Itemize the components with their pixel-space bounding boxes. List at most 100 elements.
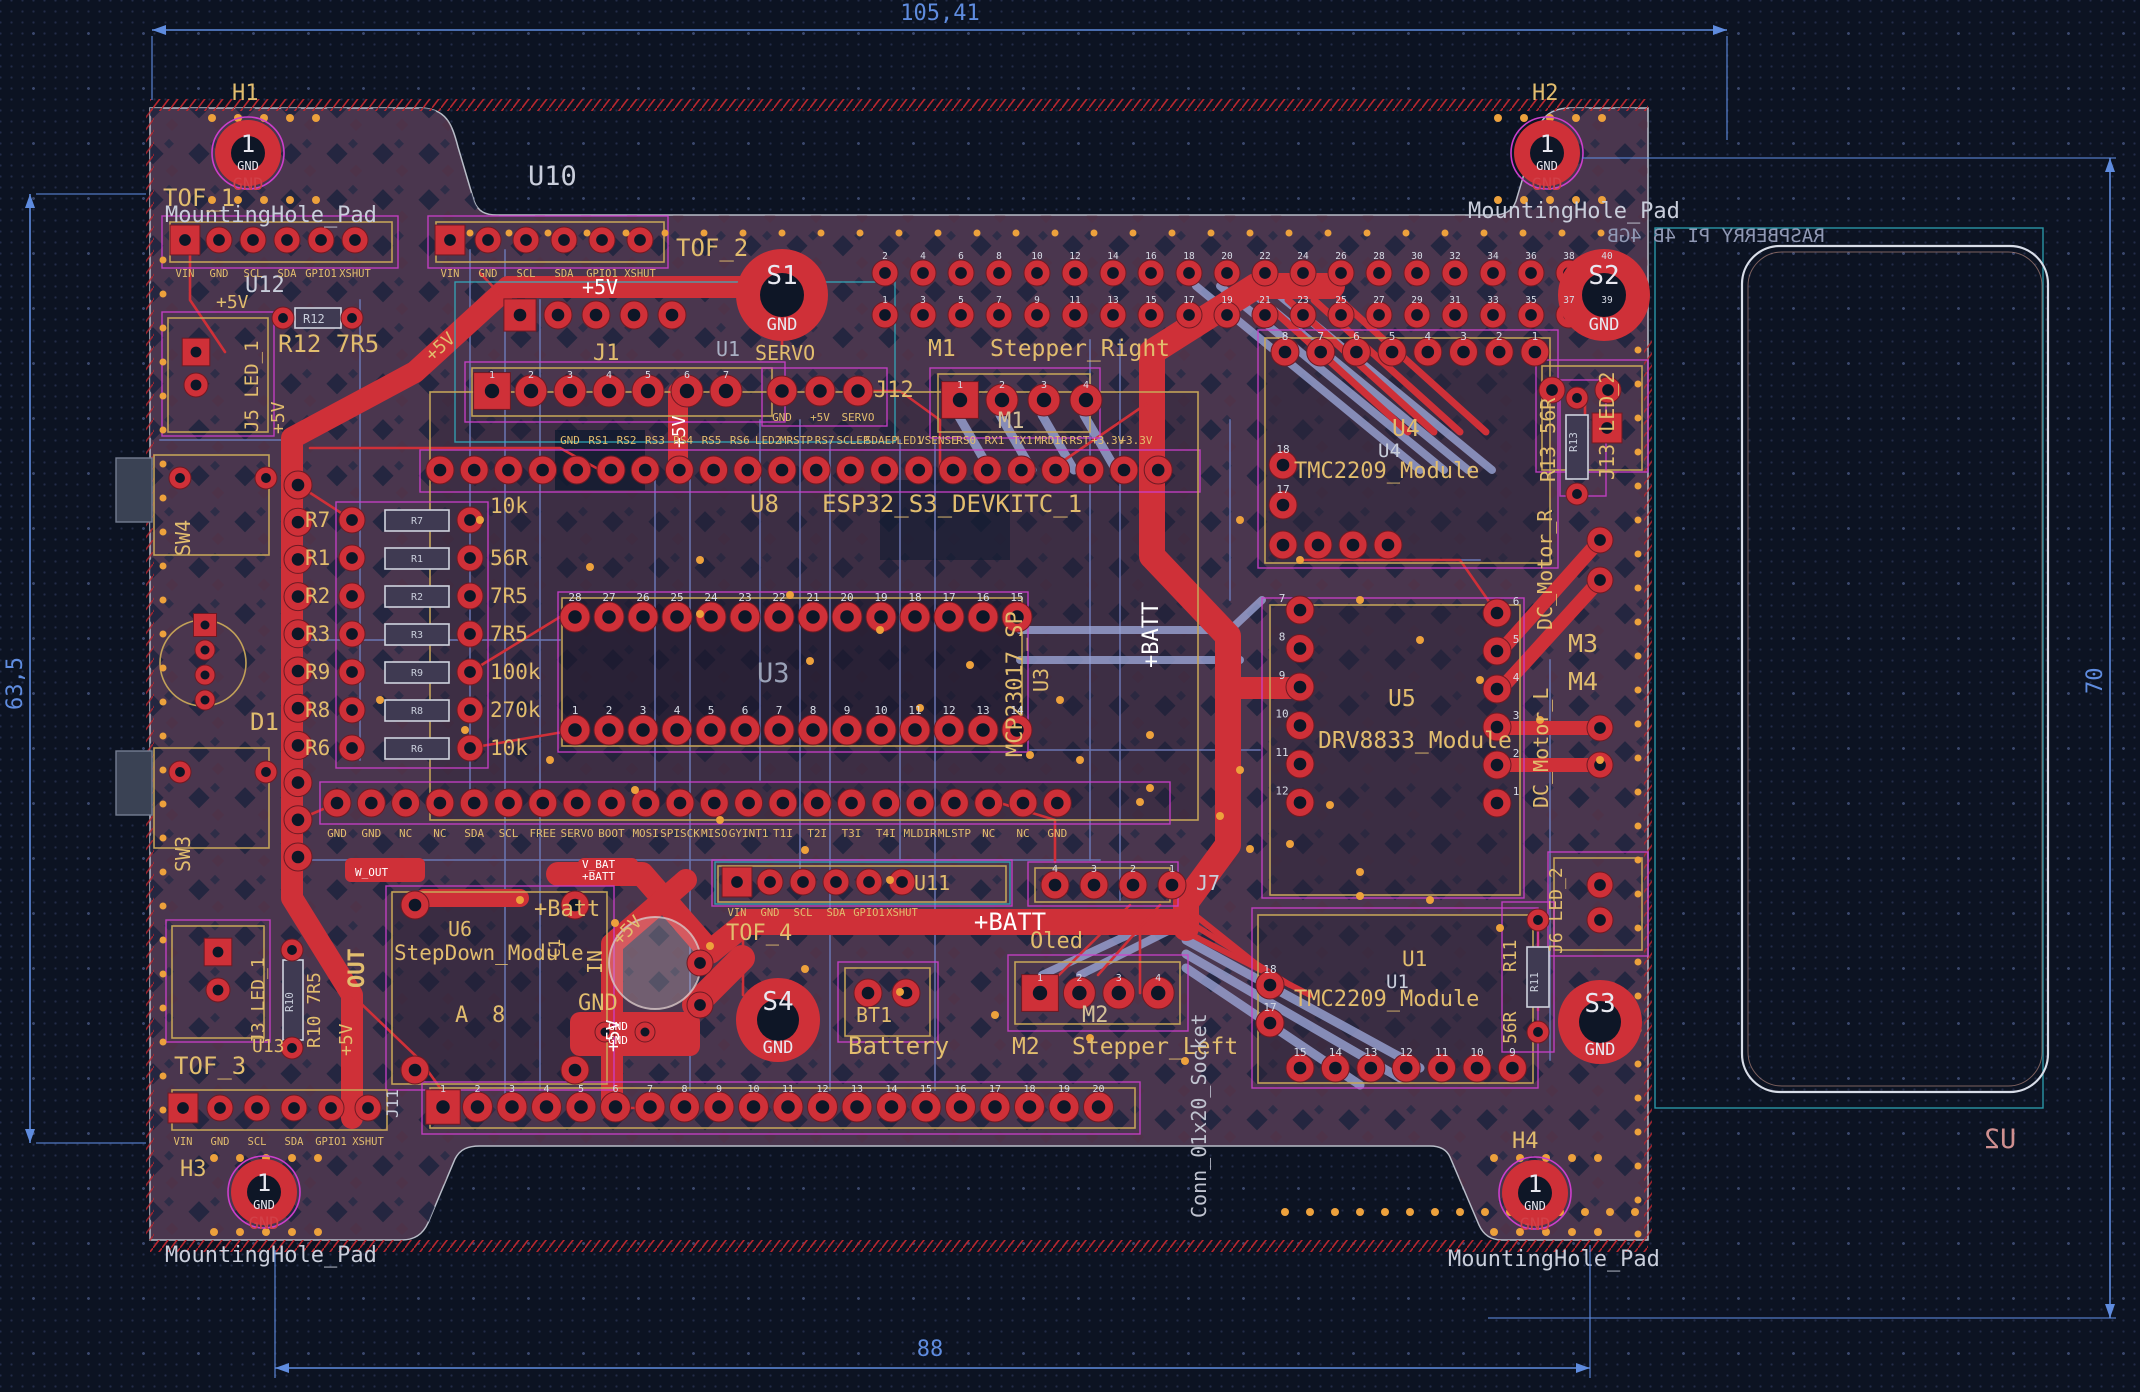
pin-label[interactable]: R1 [411, 554, 423, 565]
pin-label[interactable]: 17 [989, 1084, 1001, 1095]
via[interactable] [1598, 114, 1606, 122]
via[interactable] [516, 896, 524, 904]
pin-label[interactable]: MISO [701, 827, 728, 840]
screw-pads[interactable]: S1 GND S2 GND S3 GND S4 GND [736, 249, 1650, 1064]
via[interactable] [801, 965, 809, 973]
pin-label[interactable]: 4 [674, 704, 681, 717]
via[interactable] [966, 661, 974, 669]
u4-ref[interactable]: U4 [1392, 416, 1420, 442]
via[interactable] [1406, 1208, 1414, 1216]
pin-label[interactable]: 27 [1373, 295, 1384, 306]
mh-footprint-tr[interactable]: MountingHole_Pad [1468, 199, 1680, 224]
via[interactable] [1129, 229, 1137, 237]
dc-motor-l[interactable]: DC_Motor_L [1529, 688, 1553, 808]
pad-square[interactable] [425, 1089, 461, 1125]
pin-label[interactable]: GND [761, 907, 780, 919]
pin-label[interactable]: 3 [509, 1084, 515, 1095]
via[interactable] [1634, 1060, 1642, 1068]
trace-m3-b[interactable] [1493, 573, 1607, 697]
via[interactable] [696, 556, 704, 564]
pin-label[interactable]: 10 [1275, 708, 1288, 721]
pin-label[interactable]: R8 [411, 706, 423, 717]
via[interactable] [234, 196, 242, 204]
pin-label[interactable]: +3.3V [1091, 434, 1124, 447]
j12-ref[interactable]: J12 [874, 378, 914, 403]
pin-label[interactable]: 8 [1282, 330, 1289, 343]
pin-label[interactable]: XSHUT [339, 268, 371, 280]
via[interactable] [896, 988, 904, 996]
tmc-bottom-name[interactable]: TMC2209_Module [1294, 987, 1479, 1012]
pin-label[interactable]: 6 [742, 704, 749, 717]
pin-label[interactable]: GND [211, 1136, 230, 1148]
r7-value[interactable]: 10k [490, 494, 528, 518]
via[interactable] [286, 114, 294, 122]
via[interactable] [159, 698, 167, 706]
pin-label[interactable]: 37 [1563, 295, 1574, 306]
via[interactable] [159, 868, 167, 876]
via[interactable] [1051, 229, 1059, 237]
esp32-name[interactable]: ESP32_S3_DEVKITC_1 [822, 490, 1082, 518]
j3-label[interactable]: J3 LED_1 [248, 957, 269, 1044]
pin-label[interactable]: RS1 [588, 434, 608, 447]
raspberry-pi-outline[interactable] [1654, 227, 2050, 1109]
via[interactable] [159, 256, 167, 264]
pin-label[interactable]: R2 [411, 592, 423, 603]
via[interactable] [1146, 731, 1154, 739]
via[interactable] [544, 229, 552, 237]
via[interactable] [236, 1154, 244, 1162]
r2-ref[interactable]: R2 [305, 584, 330, 608]
pin-label[interactable]: 39 [1601, 295, 1613, 306]
pin-label[interactable]: 7 [723, 370, 729, 381]
via[interactable] [1494, 196, 1502, 204]
pin-label[interactable]: 4 [1424, 330, 1431, 343]
via[interactable] [1634, 1230, 1642, 1238]
pin-label[interactable]: 26 [636, 591, 649, 604]
via[interactable] [159, 562, 167, 570]
via[interactable] [312, 196, 320, 204]
pin-label[interactable]: LED2 [755, 434, 782, 447]
via[interactable] [159, 392, 167, 400]
via[interactable] [700, 229, 708, 237]
dc-motor-r[interactable]: DC_Motor_R [1533, 509, 1557, 630]
pin-label[interactable]: 23 [1297, 295, 1308, 306]
pin-label[interactable]: NC [982, 827, 995, 840]
vias[interactable] [159, 114, 1642, 1238]
pin-label[interactable]: 9 [844, 704, 851, 717]
j13-label[interactable]: J13 LED_2 [1595, 372, 1619, 480]
pin-label[interactable]: 3 [640, 704, 647, 717]
conn-socket-label[interactable]: Conn_01x20_Socket [1187, 1013, 1211, 1218]
pin-label[interactable]: 21 [806, 591, 819, 604]
m1-title-ref[interactable]: M1 [928, 336, 956, 362]
pad-square[interactable] [941, 381, 979, 419]
pin-label[interactable]: 15 [920, 1084, 932, 1095]
u2-mirrored-ref[interactable]: U2 [1984, 1124, 2017, 1155]
pin-label[interactable]: RS2 [617, 434, 637, 447]
pin-label[interactable]: 30 [1411, 251, 1423, 262]
via[interactable] [1536, 716, 1544, 724]
pin-label[interactable]: SCLEP [836, 434, 869, 447]
pin-label[interactable]: 4 [543, 1084, 549, 1095]
via[interactable] [1356, 1208, 1364, 1216]
pin-label[interactable]: 21 [1259, 295, 1271, 306]
stepdown-silk-8[interactable]: 8 [492, 1003, 505, 1028]
via[interactable] [886, 876, 894, 884]
via[interactable] [1516, 1228, 1524, 1236]
via[interactable] [991, 1011, 999, 1019]
via[interactable] [1634, 720, 1642, 728]
pin-label[interactable]: 17 [1263, 1001, 1276, 1014]
via[interactable] [1490, 1228, 1498, 1236]
via[interactable] [1634, 686, 1642, 694]
via[interactable] [505, 229, 513, 237]
via[interactable] [817, 229, 825, 237]
stepdown-gnd[interactable]: GND [578, 991, 618, 1016]
pin-label[interactable]: GPIO1 [853, 907, 885, 919]
pin-label[interactable]: SCL [517, 268, 536, 280]
pin-label[interactable]: 6 [684, 370, 690, 381]
via[interactable] [1281, 1208, 1289, 1216]
pin-label[interactable]: 9 [1279, 669, 1286, 682]
pin-label[interactable]: SERVO [561, 827, 594, 840]
r9-value[interactable]: 100k [490, 660, 541, 684]
via[interactable] [1356, 892, 1364, 900]
battery-name[interactable]: Battery [848, 1032, 949, 1060]
tof1-label[interactable]: TOF_1 [163, 184, 235, 212]
